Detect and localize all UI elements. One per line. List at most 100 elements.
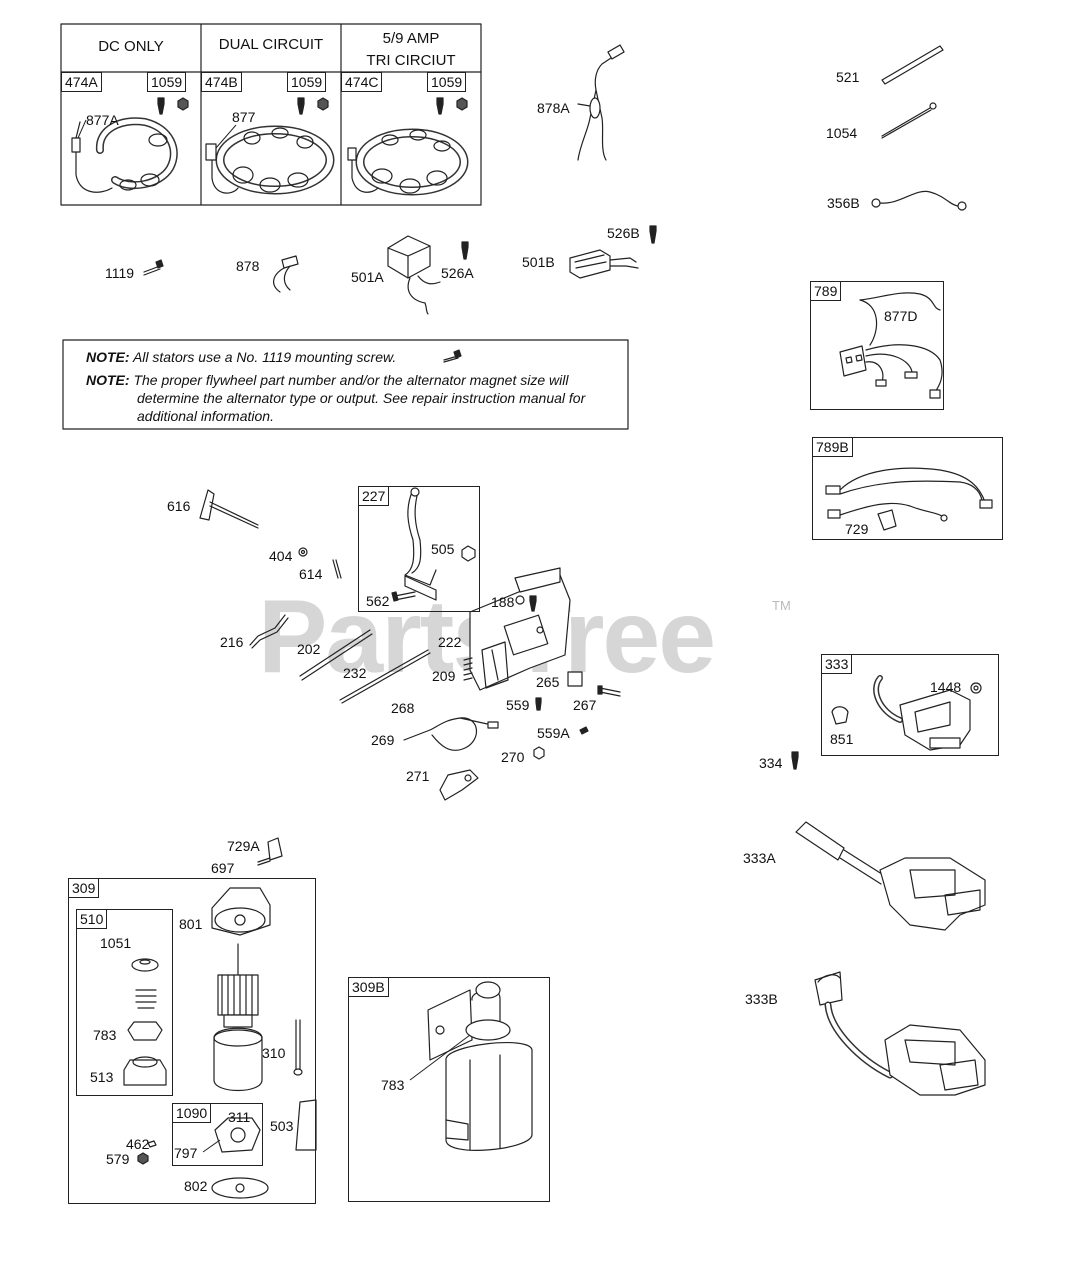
part-1119-label[interactable]: 1119 <box>105 265 135 281</box>
part-851-label[interactable]: 851 <box>830 731 854 747</box>
part-209-label[interactable]: 209 <box>432 668 456 684</box>
part-559a-label[interactable]: 559A <box>537 725 570 741</box>
part-877a-label[interactable]: 877A <box>86 112 119 128</box>
part-521-label[interactable]: 521 <box>836 69 860 85</box>
part-474a-label[interactable]: 474A <box>61 72 102 92</box>
part-334-label[interactable]: 334 <box>759 755 783 771</box>
note-1-label: NOTE: <box>86 349 130 365</box>
part-579-label[interactable]: 579 <box>106 1151 130 1167</box>
stator-474b-drawing <box>205 97 335 195</box>
kit-309-label[interactable]: 309 <box>68 878 100 898</box>
part-562-label[interactable]: 562 <box>366 593 390 609</box>
kit-789-label[interactable]: 789 <box>810 281 842 301</box>
starter-309-drawing <box>123 887 317 1199</box>
part-783-label[interactable]: 783 <box>93 1027 117 1043</box>
part-267-label[interactable]: 267 <box>573 697 597 713</box>
part-1059-label[interactable]: 1059 <box>287 72 327 92</box>
part-269-label[interactable]: 269 <box>371 732 395 748</box>
part-333b-label[interactable]: 333B <box>745 991 778 1007</box>
part-216-label[interactable]: 216 <box>220 634 244 650</box>
part-802-label[interactable]: 802 <box>184 1178 208 1194</box>
part-222-label[interactable]: 222 <box>438 634 462 650</box>
part-797-label[interactable]: 797 <box>174 1145 198 1161</box>
kit-789-box <box>810 281 944 410</box>
kit-227-label[interactable]: 227 <box>358 486 390 506</box>
stator-474a-drawing <box>71 97 189 193</box>
part-311-label[interactable]: 311 <box>228 1109 251 1125</box>
note-2-text-line1: The proper flywheel part number and/or t… <box>133 372 569 388</box>
part-877d-label[interactable]: 877D <box>884 308 918 324</box>
note-2-text-line3: additional information. <box>137 408 274 424</box>
kit-309-box <box>68 878 316 1204</box>
part-232-label[interactable]: 232 <box>343 665 367 681</box>
kit-333-box <box>821 654 999 756</box>
note-1: NOTE: All stators use a No. 1119 mountin… <box>86 348 396 366</box>
part-513-label[interactable]: 513 <box>90 1069 114 1085</box>
part-526a-label[interactable]: 526A <box>441 265 474 281</box>
harness-789b-drawing <box>825 467 993 531</box>
kit-227-box <box>358 486 480 612</box>
part-265-label[interactable]: 265 <box>536 674 560 690</box>
part-503-label[interactable]: 503 <box>270 1118 294 1134</box>
part-1054-label[interactable]: 1054 <box>826 125 858 141</box>
part-878-label[interactable]: 878 <box>236 258 260 274</box>
part-1051-label[interactable]: 1051 <box>100 935 132 951</box>
part-729a-label[interactable]: 729A <box>227 838 260 854</box>
harness-789-drawing <box>839 292 943 399</box>
note-2: NOTE: The proper flywheel part number an… <box>86 371 568 389</box>
part-526b-label[interactable]: 526B <box>607 225 640 241</box>
part-270-label[interactable]: 270 <box>501 749 525 765</box>
part-474b-label[interactable]: 474B <box>201 72 242 92</box>
note-1-text: All stators use a No. 1119 mounting scre… <box>132 349 397 365</box>
kit-510-label[interactable]: 510 <box>76 909 108 929</box>
kit-510-box <box>76 909 173 1096</box>
starter-309b-drawing <box>427 981 533 1151</box>
part-877-label[interactable]: 877 <box>232 109 256 125</box>
col-dc-only-header: DC ONLY <box>98 38 164 55</box>
part-878a-label[interactable]: 878A <box>537 100 570 116</box>
part-356b-label[interactable]: 356B <box>827 195 860 211</box>
part-729-label[interactable]: 729 <box>845 521 869 537</box>
kit-789b-box <box>812 437 1003 540</box>
stator-474c-drawing <box>347 97 469 196</box>
ignition-coil-333a-drawing <box>795 821 986 931</box>
part-188-label[interactable]: 188 <box>491 594 515 610</box>
part-616-label[interactable]: 616 <box>167 498 191 514</box>
part-614-label[interactable]: 614 <box>299 566 323 582</box>
part-1059-label[interactable]: 1059 <box>147 72 187 92</box>
kit-309b-box <box>348 977 550 1202</box>
kit-309b-label[interactable]: 309B <box>348 977 389 997</box>
part-202-label[interactable]: 202 <box>297 641 321 657</box>
part-801-label[interactable]: 801 <box>179 916 203 932</box>
kit-333-label[interactable]: 333 <box>821 654 853 674</box>
watermark-tm: TM <box>772 598 791 613</box>
part-1059-label[interactable]: 1059 <box>427 72 467 92</box>
part-697-label[interactable]: 697 <box>211 860 235 876</box>
part-333a-label[interactable]: 333A <box>743 850 776 866</box>
note-2-text-line2: determine the alternator type or output.… <box>137 390 586 406</box>
note-2-label: NOTE: <box>86 372 130 388</box>
part-271-label[interactable]: 271 <box>406 768 430 784</box>
part-404-label[interactable]: 404 <box>269 548 293 564</box>
col-dual-circuit-header: DUAL CIRCUIT <box>218 36 324 53</box>
part-462-label[interactable]: 462 <box>126 1136 150 1152</box>
ignition-coil-333b-drawing <box>814 971 986 1096</box>
part-501b-label[interactable]: 501B <box>522 254 555 270</box>
part-783-label[interactable]: 783 <box>381 1077 405 1093</box>
part-559-label[interactable]: 559 <box>506 697 530 713</box>
kit-1090-box <box>172 1103 263 1166</box>
ignition-coil-333-drawing <box>831 675 982 751</box>
part-310-label[interactable]: 310 <box>262 1045 286 1061</box>
part-474c-label[interactable]: 474C <box>341 72 383 92</box>
col-tri-circuit-header-line1: 5/9 AMP <box>382 30 440 47</box>
col-tri-circuit-header-line2: TRI CIRCIUT <box>366 52 456 69</box>
kit-1090-label[interactable]: 1090 <box>172 1103 212 1123</box>
part-505-label[interactable]: 505 <box>431 541 455 557</box>
part-501a-label[interactable]: 501A <box>351 269 384 285</box>
part-268-label[interactable]: 268 <box>391 700 415 716</box>
part-1448-label[interactable]: 1448 <box>930 679 962 695</box>
kit-789b-label[interactable]: 789B <box>812 437 853 457</box>
